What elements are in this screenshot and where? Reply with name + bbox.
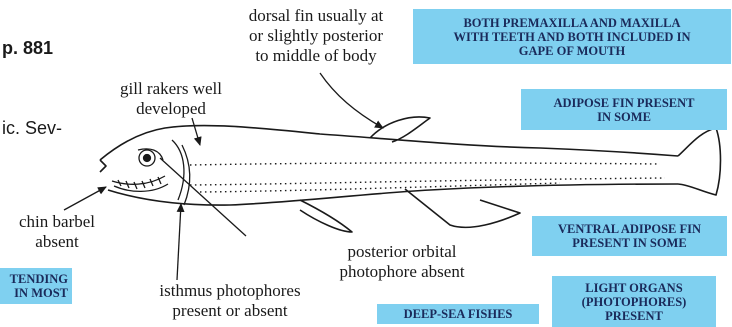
ventral-adipose-fin-box: VENTRAL ADIPOSE FIN PRESENT IN SOME: [532, 216, 727, 256]
isthmus-arrow: [177, 204, 181, 280]
extending-in-most-box: TENDING IN MOST: [0, 268, 72, 304]
premaxilla-maxilla-box: BOTH PREMAXILLA AND MAXILLA WITH TEETH A…: [413, 9, 731, 64]
fish-body: [100, 117, 721, 232]
adipose-fin-box: ADIPOSE FIN PRESENT IN SOME: [521, 89, 727, 130]
posterior-orbital-label: posterior orbital photophore absent: [307, 242, 497, 282]
dorsal-fin-arrow: [320, 73, 383, 128]
body-text-fragment: ic. Sev-: [2, 118, 62, 138]
posterior-orbital-arrow: [160, 158, 246, 236]
chin-barbel-label: chin barbel absent: [2, 212, 112, 252]
fish-head-details: [112, 140, 190, 205]
light-organs-box: LIGHT ORGANS (PHOTOPHORES) PRESENT: [552, 276, 716, 327]
gill-rakers-label: gill rakers well developed: [96, 79, 246, 119]
dorsal-fin-label: dorsal fin usually at or slightly poster…: [221, 6, 411, 66]
page-ref-fragment: p. 881: [2, 38, 53, 58]
isthmus-photophores-label: isthmus photophores present or absent: [130, 281, 330, 321]
gill-rakers-arrow: [192, 118, 200, 145]
chin-barbel-arrow: [64, 187, 106, 210]
deep-sea-fishes-box: DEEP-SEA FISHES: [377, 304, 539, 324]
photophore-rows: [190, 163, 665, 192]
